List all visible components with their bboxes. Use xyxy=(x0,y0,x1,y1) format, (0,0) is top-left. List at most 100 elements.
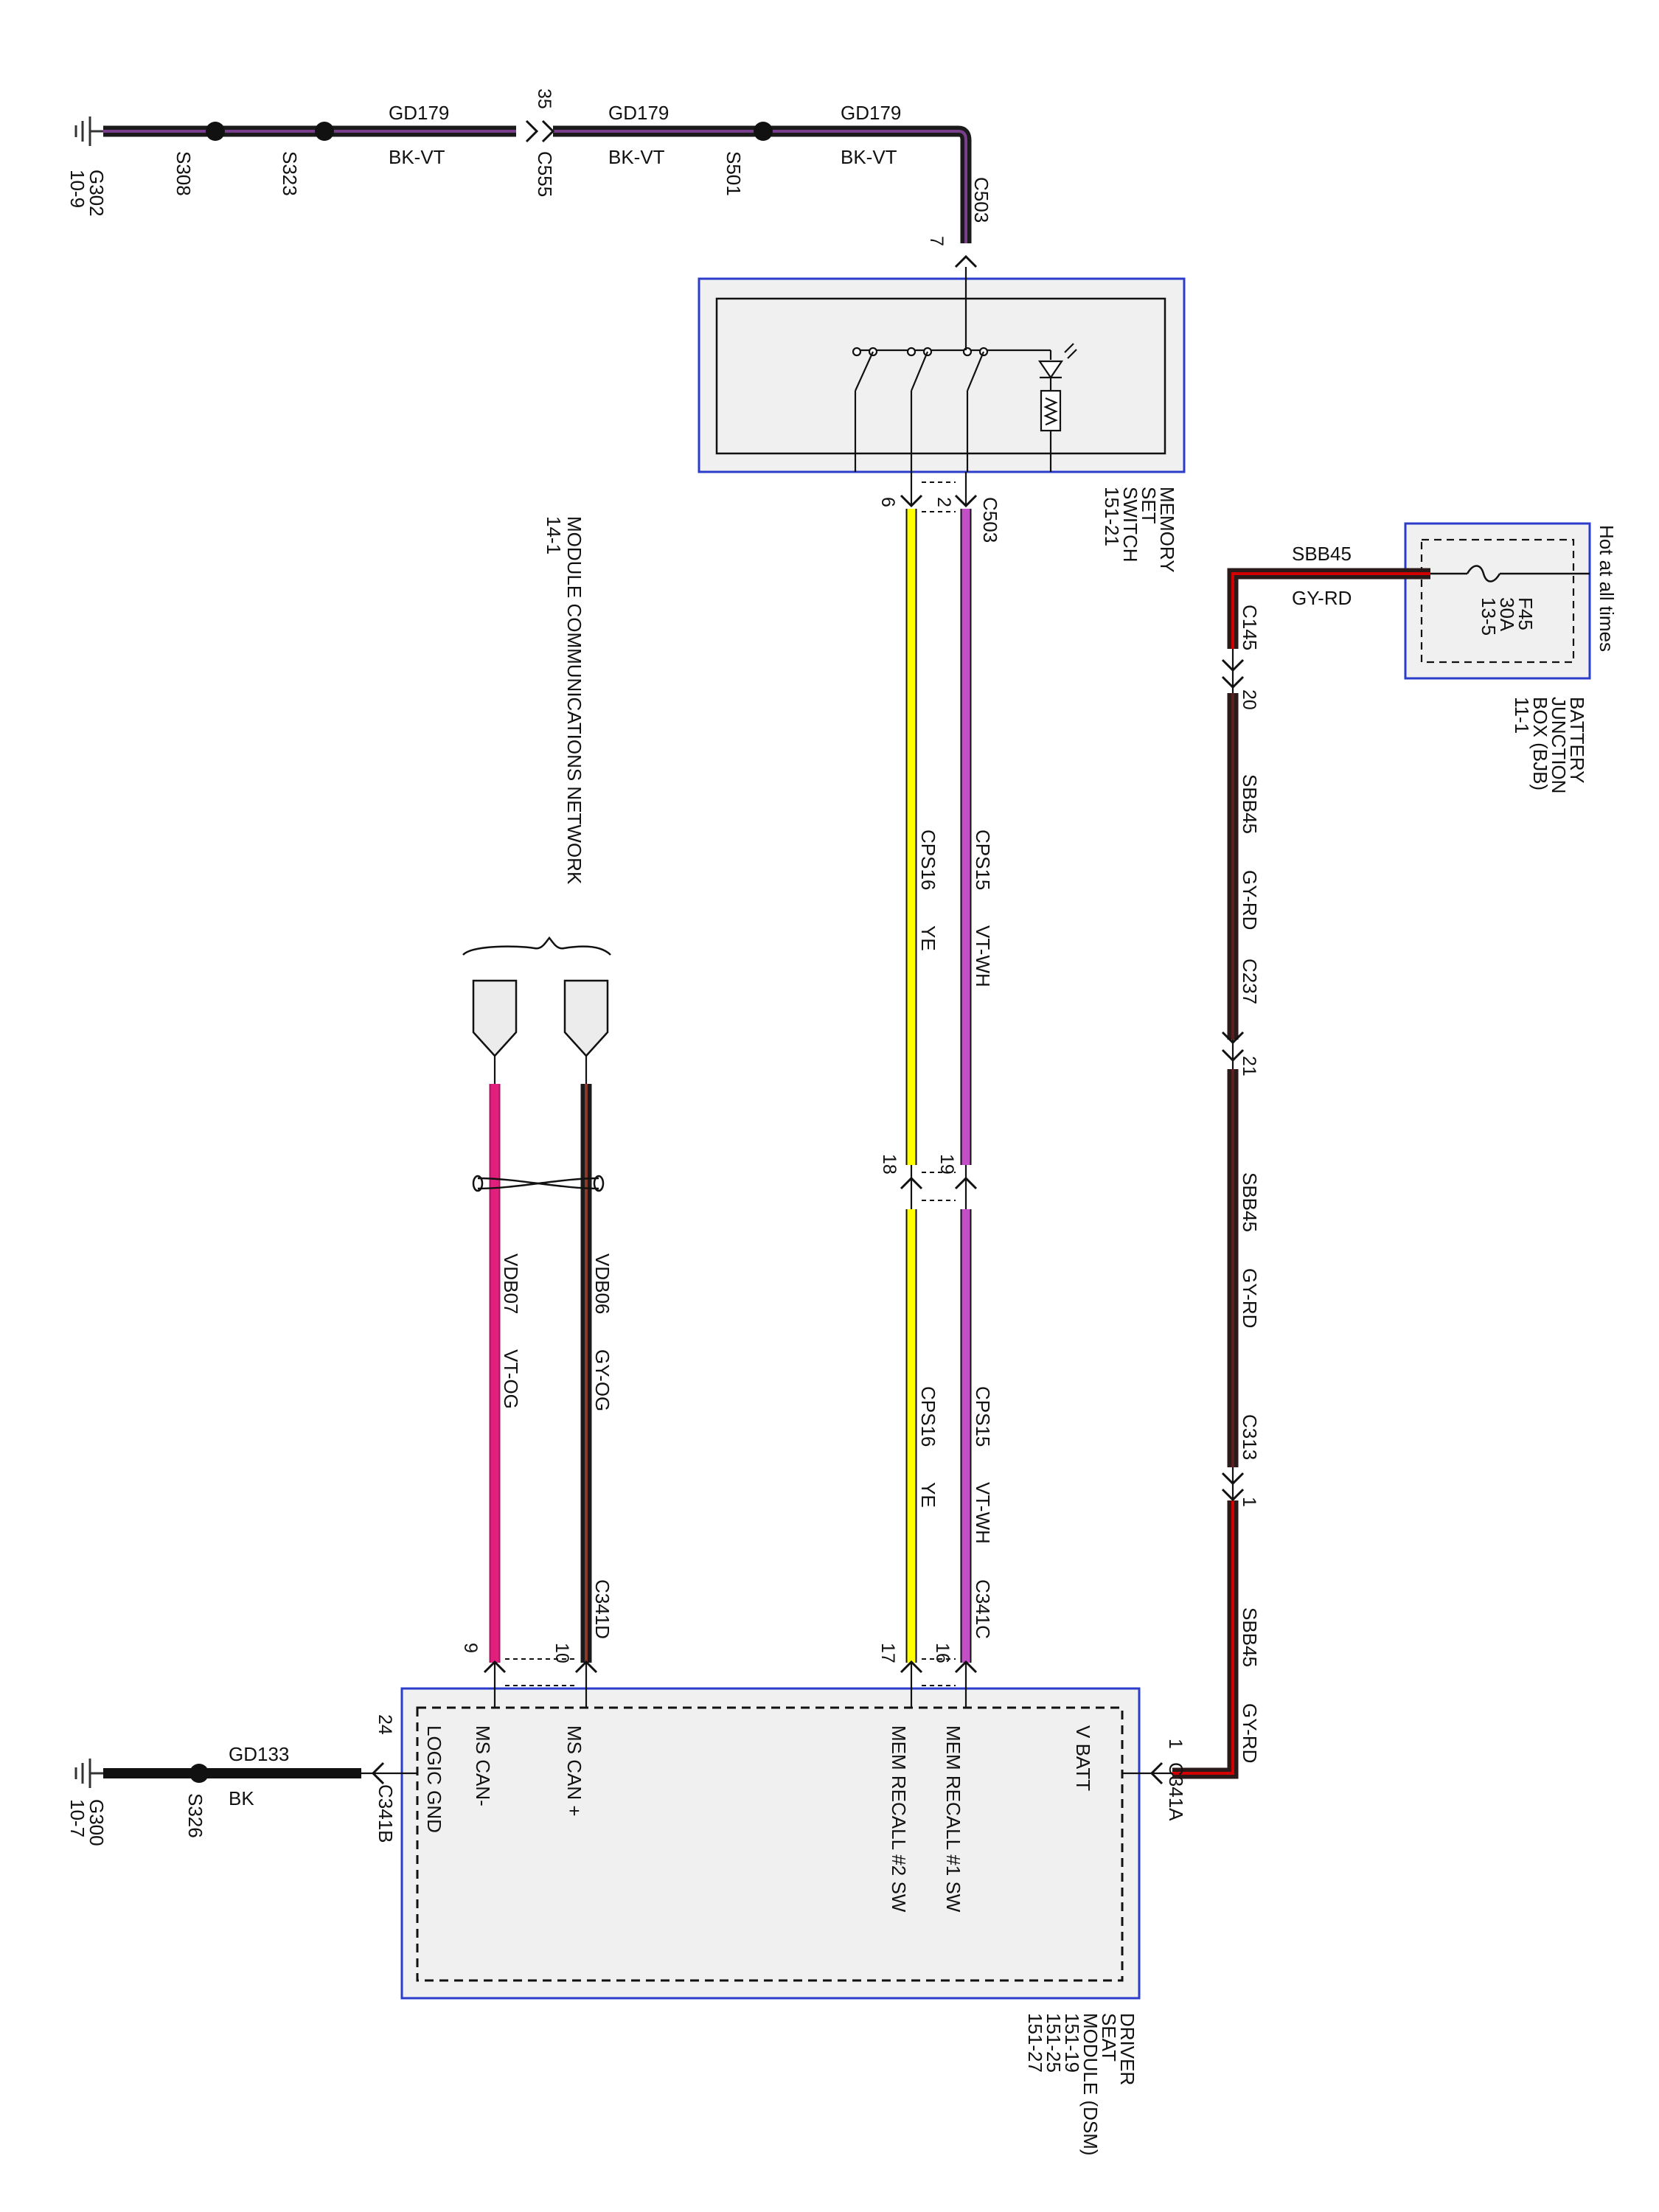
svg-text:151-25: 151-25 xyxy=(1043,2013,1065,2073)
cps15-upper-circuit: CPS15 xyxy=(972,830,994,890)
splice-s308-dot xyxy=(206,122,225,141)
memory-set-switch: C503 7 xyxy=(698,177,1186,573)
switch-contacts-icon xyxy=(852,267,1077,472)
dsm-vbatt-label: V BATT xyxy=(1072,1725,1094,1791)
connector-c237-label: C237 xyxy=(1239,959,1261,1004)
sbb45-seg3-circuit: SBB45 xyxy=(1239,1607,1261,1667)
svg-text:13-5: 13-5 xyxy=(1478,597,1500,636)
svg-text:JUNCTION: JUNCTION xyxy=(1548,697,1570,793)
splice-s326-dot xyxy=(189,1764,209,1783)
ground-g300-label: G300 10-7 xyxy=(66,1799,108,1846)
dsm-c341a-label: C341A xyxy=(1165,1762,1187,1821)
svg-text:151-19: 151-19 xyxy=(1061,2013,1083,2073)
dsm-box[interactable] xyxy=(400,1687,1141,2000)
segment-3-color: BK-VT xyxy=(841,146,897,168)
svg-text:30A: 30A xyxy=(1496,597,1518,632)
bjb-label: BATTERY JUNCTION BOX (BJB) 11-1 xyxy=(1511,697,1588,793)
svg-text:BOX (BJB): BOX (BJB) xyxy=(1529,697,1551,790)
splice-s308-label: S308 xyxy=(173,151,195,196)
svg-text:MEMORY: MEMORY xyxy=(1156,487,1178,573)
sbb45-seg1-circuit: SBB45 xyxy=(1239,774,1261,834)
bjb-header: Hot at all times xyxy=(1596,525,1618,652)
ground-icon xyxy=(74,116,103,146)
dsm-pin-10: 10 xyxy=(552,1643,572,1663)
inline-pin18: 18 xyxy=(879,1154,900,1175)
connector-c313-pin: 1 xyxy=(1239,1497,1259,1507)
splice-s323-dot xyxy=(315,122,334,141)
recall-wires: 19 18 CPS15 VT-WH CPS16 YE CPS15 VT-WH C… xyxy=(879,509,994,1663)
svg-text:14-1: 14-1 xyxy=(543,516,565,554)
top-ground-circuit: G302 10-9 S308 S323 S501 C555 35 GD179 B… xyxy=(66,88,972,243)
dsm-recall1-label: MEM RECALL #1 SW xyxy=(942,1725,964,1913)
connector-c555-icon xyxy=(516,119,555,143)
bjb-output-circuit: SBB45 xyxy=(1292,543,1352,565)
dsm-label: DRIVER SEAT MODULE (DSM) 151-19 151-25 1… xyxy=(1024,2013,1138,2156)
driver-seat-module: C341C 16 17 C341D 10 9 1 C341A 24 C341B … xyxy=(361,1579,1187,2156)
vdb06-color: GY-OG xyxy=(591,1349,613,1411)
connector-c145-label: C145 xyxy=(1239,605,1261,650)
network-connector-can-plus-icon[interactable] xyxy=(563,979,609,1057)
fuse-icon xyxy=(1430,565,1590,582)
dsm-top-pin-icons xyxy=(483,1660,978,1674)
connector-c503-top-icon xyxy=(954,254,978,268)
dsm-logic-gnd-label: LOGIC GND xyxy=(423,1725,445,1833)
gd133-color: BK xyxy=(229,1787,254,1809)
svg-text:10-7: 10-7 xyxy=(66,1799,88,1837)
dsm-c341b-label: C341B xyxy=(375,1784,397,1843)
vdb07-color: VT-OG xyxy=(500,1349,522,1409)
svg-text:151-21: 151-21 xyxy=(1101,487,1123,546)
splice-s501-label: S501 xyxy=(723,151,745,196)
connector-c503-top-pin: 7 xyxy=(926,236,947,246)
ground-g302-label: G302 10-9 xyxy=(66,170,108,217)
dsm-pin-24: 24 xyxy=(375,1714,395,1735)
bottom-ground-circuit: G300 10-7 S326 GD133 BK xyxy=(66,1743,361,1846)
segment-1-color: BK-VT xyxy=(389,146,445,168)
gd133-circuit: GD133 xyxy=(229,1743,289,1765)
splice-s323-label: S323 xyxy=(279,151,301,196)
svg-text:11-1: 11-1 xyxy=(1511,697,1533,734)
svg-text:SET: SET xyxy=(1138,487,1160,524)
segment-2-circuit: GD179 xyxy=(608,102,669,124)
svg-text:DRIVER: DRIVER xyxy=(1116,2013,1138,2085)
svg-text:151-27: 151-27 xyxy=(1024,2013,1046,2073)
vdb07-circuit: VDB07 xyxy=(500,1253,522,1314)
dsm-c341c-label: C341C xyxy=(972,1579,994,1639)
connector-c313-label: C313 xyxy=(1239,1414,1261,1460)
memory-switch-label: MEMORY SET SWITCH 151-21 xyxy=(1101,487,1178,573)
cps16-lower-color: YE xyxy=(917,1482,939,1508)
svg-text:G302: G302 xyxy=(86,170,108,217)
network-label: MODULE COMMUNICATIONS NETWORK 14-1 xyxy=(543,516,585,885)
bjb-box[interactable] xyxy=(1404,522,1591,680)
connector-c555-pin: 35 xyxy=(534,88,554,109)
cps16-upper-color: YE xyxy=(917,925,939,951)
connector-c237-pin: 21 xyxy=(1239,1056,1259,1077)
dsm-pin-9: 9 xyxy=(460,1643,481,1653)
dsm-pin-17: 17 xyxy=(877,1643,898,1663)
splice-s326-label: S326 xyxy=(184,1793,206,1838)
connector-c503-top-label: C503 xyxy=(970,177,992,223)
cps16-upper-circuit: CPS16 xyxy=(917,830,939,890)
segment-2-color: BK-VT xyxy=(608,146,665,168)
svg-text:10-9: 10-9 xyxy=(66,170,88,208)
connector-c555-label: C555 xyxy=(534,151,556,197)
segment-1-circuit: GD179 xyxy=(389,102,449,124)
dsm-pin-16: 16 xyxy=(932,1643,953,1663)
svg-text:F45: F45 xyxy=(1514,597,1537,630)
inline-pin19: 19 xyxy=(936,1154,957,1175)
fuse-f45-label: F45 30A 13-5 xyxy=(1478,597,1537,636)
svg-text:SWITCH: SWITCH xyxy=(1119,487,1141,563)
dsm-recall2-label: MEM RECALL #2 SW xyxy=(888,1725,910,1913)
network-connector-can-minus-icon[interactable] xyxy=(472,979,518,1057)
splice-s501-dot xyxy=(754,122,773,141)
connector-c145-pin: 20 xyxy=(1239,689,1259,710)
segment-3-circuit: GD179 xyxy=(841,102,901,124)
dsm-c341d-label: C341D xyxy=(591,1579,613,1639)
cps16-lower-circuit: CPS16 xyxy=(917,1386,939,1447)
cps15-upper-color: VT-WH xyxy=(972,925,994,987)
svg-text:MODULE COMMUNICATIONS NETWORK: MODULE COMMUNICATIONS NETWORK xyxy=(563,516,585,885)
twisted-pair-icon xyxy=(472,1175,605,1192)
wire-sbb45[interactable] xyxy=(1172,568,1430,1779)
network-brace-icon xyxy=(462,936,611,956)
svg-text:G300: G300 xyxy=(86,1799,108,1846)
dsm-pin-1: 1 xyxy=(1165,1739,1186,1749)
